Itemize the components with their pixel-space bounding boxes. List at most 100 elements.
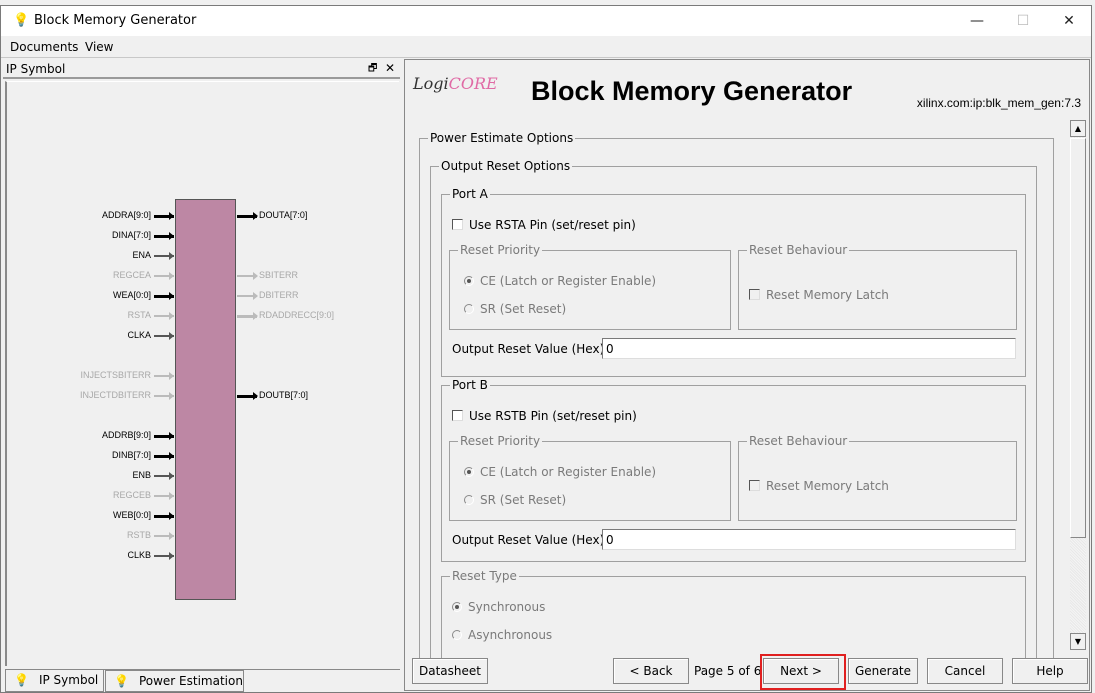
pin-label: REGCEB — [112, 490, 151, 500]
ce-radio[interactable]: CE (Latch or Register Enable) — [464, 465, 656, 479]
tab-power-estimation[interactable]: 💡 Power Estimation — [105, 670, 244, 692]
pin-label: RSTA — [127, 310, 151, 320]
datasheet-button[interactable]: Datasheet — [412, 658, 488, 684]
output-reset-value-b[interactable]: 0 — [602, 529, 1016, 550]
panel-header: IP Symbol 🗗 ✕ — [3, 59, 400, 79]
reset-priority-group: Reset Priority CE (Latch or Register Ena… — [449, 434, 731, 521]
arrow-icon — [169, 252, 174, 260]
ce-radio[interactable]: CE (Latch or Register Enable) — [464, 274, 656, 288]
output-reset-value-a[interactable]: 0 — [602, 338, 1016, 359]
pin-label: ADDRB[9:0] — [101, 430, 151, 440]
arrow-icon — [169, 512, 174, 520]
arrow-icon — [253, 272, 258, 280]
port-a-group: Port A Use RSTA Pin (set/reset pin) Rese… — [441, 187, 1026, 377]
group-title: Power Estimate Options — [428, 131, 576, 145]
checkbox-label: Use RSTB Pin (set/reset pin) — [469, 409, 637, 423]
pin-wire — [154, 234, 174, 238]
pin-label: RDADDRECC[9:0] — [259, 310, 335, 320]
port-b-group: Port B Use RSTB Pin (set/reset pin) Rese… — [441, 378, 1026, 562]
panel-tabs: 💡IP Symbol 💡 Power Estimation — [5, 669, 400, 692]
reset-memory-latch-checkbox[interactable]: Reset Memory Latch — [749, 288, 889, 302]
radio-label: SR (Set Reset) — [480, 493, 567, 507]
config-panel: LogiCORE Block Memory Generator xilinx.c… — [404, 59, 1090, 691]
reset-priority-group: Reset Priority CE (Latch or Register Ena… — [449, 243, 731, 330]
arrow-icon — [169, 452, 174, 460]
synchronous-radio[interactable]: Synchronous — [452, 600, 545, 614]
menu-documents[interactable]: Documents — [10, 40, 79, 54]
pin-label: DBITERR — [259, 290, 299, 300]
help-button[interactable]: Help — [1012, 658, 1088, 684]
pin-label: WEB[0:0] — [112, 510, 151, 520]
group-title: Reset Priority — [458, 243, 543, 257]
pin-wire — [154, 214, 174, 218]
maximize-button[interactable]: ☐ — [1016, 13, 1030, 29]
checkbox-label: Reset Memory Latch — [766, 288, 889, 302]
pin-wire — [154, 434, 174, 438]
radio-label: CE (Latch or Register Enable) — [480, 465, 657, 479]
radio-label: SR (Set Reset) — [480, 302, 567, 316]
sr-radio[interactable]: SR (Set Reset) — [464, 302, 566, 316]
page-indicator: Page 5 of 6 — [694, 664, 762, 678]
scroll-down-button[interactable]: ▼ — [1070, 633, 1086, 650]
pin-wire — [154, 535, 174, 537]
scrollbar-thumb[interactable] — [1070, 138, 1086, 538]
pin-wire — [154, 555, 174, 557]
use-rstb-checkbox[interactable]: Use RSTB Pin (set/reset pin) — [452, 409, 637, 423]
arrow-icon — [169, 432, 174, 440]
generate-button[interactable]: Generate — [848, 658, 918, 684]
menu-bar: Documents View — [1, 36, 1091, 58]
pin-wire — [154, 315, 174, 317]
arrow-icon — [169, 372, 174, 380]
output-reset-label: Output Reset Value (Hex) — [452, 533, 605, 547]
checkbox-label: Reset Memory Latch — [766, 479, 889, 493]
arrow-icon — [169, 492, 174, 500]
float-icon[interactable]: 🗗 — [368, 63, 378, 74]
pin-wire — [154, 294, 174, 298]
window-title: Block Memory Generator — [34, 13, 197, 28]
cancel-button[interactable]: Cancel — [927, 658, 1003, 684]
next-highlight — [760, 654, 846, 690]
pin-label: INJECTDBITERR — [79, 390, 151, 400]
pin-wire — [154, 255, 174, 257]
pin-label: DOUTB[7:0] — [259, 390, 309, 400]
back-button[interactable]: < Back — [613, 658, 689, 684]
arrow-icon — [169, 532, 174, 540]
pin-wire — [154, 475, 174, 477]
power-estimate-group: Power Estimate Options Output Reset Opti… — [419, 131, 1054, 676]
arrow-icon — [253, 392, 258, 400]
arrow-icon — [169, 212, 174, 220]
next-button[interactable]: Next > — [763, 658, 839, 684]
pin-label: INJECTSBITERR — [80, 370, 151, 380]
reset-behaviour-group: Reset Behaviour Reset Memory Latch — [738, 434, 1017, 521]
pin-wire — [154, 495, 174, 497]
reset-behaviour-group: Reset Behaviour Reset Memory Latch — [738, 243, 1017, 330]
output-reset-label: Output Reset Value (Hex) — [452, 342, 605, 356]
output-reset-group: Output Reset Options Port A Use RSTA Pin… — [430, 159, 1037, 676]
sr-radio[interactable]: SR (Set Reset) — [464, 493, 566, 507]
close-button[interactable]: ✕ — [1063, 13, 1075, 29]
main-window: 💡 Block Memory Generator — ☐ ✕ Documents… — [0, 5, 1092, 693]
tab-ip-symbol[interactable]: 💡IP Symbol — [5, 670, 104, 692]
radio-label: CE (Latch or Register Enable) — [480, 274, 657, 288]
asynchronous-radio[interactable]: Asynchronous — [452, 628, 552, 642]
menu-view[interactable]: View — [85, 40, 114, 54]
pin-wire — [237, 314, 257, 318]
lightbulb-icon: 💡 — [114, 674, 129, 688]
scroll-up-button[interactable]: ▲ — [1070, 120, 1086, 137]
pin-wire — [154, 375, 174, 377]
logicore-logo: LogiCORE — [413, 74, 498, 93]
arrow-icon — [253, 312, 258, 320]
reset-memory-latch-checkbox[interactable]: Reset Memory Latch — [749, 479, 889, 493]
close-icon[interactable]: ✕ — [385, 61, 396, 75]
minimize-button[interactable]: — — [970, 13, 984, 29]
pin-label: REGCEA — [112, 270, 151, 280]
arrow-icon — [169, 392, 174, 400]
tab-label: Power Estimation — [138, 674, 243, 688]
group-title: Output Reset Options — [439, 159, 573, 173]
group-title: Reset Priority — [458, 434, 543, 448]
use-rsta-checkbox[interactable]: Use RSTA Pin (set/reset pin) — [452, 218, 636, 232]
pin-wire — [154, 275, 174, 277]
pin-label: SBITERR — [259, 270, 299, 280]
arrow-icon — [169, 312, 174, 320]
vertical-scrollbar[interactable]: ▲ ▼ — [1070, 120, 1086, 650]
